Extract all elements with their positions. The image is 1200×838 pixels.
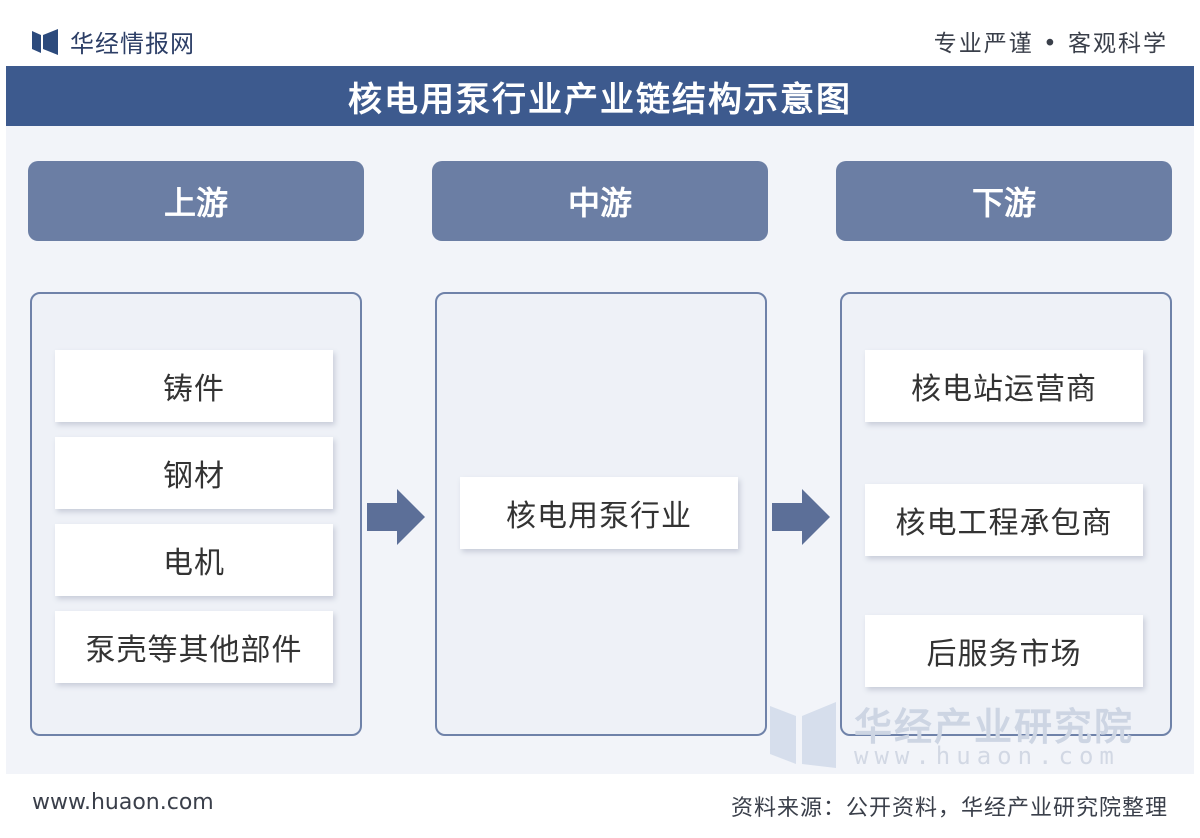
footer-source: 资料来源：公开资料，华经产业研究院整理 [730, 796, 1168, 821]
title-band: 核电用泵行业产业链结构示意图 [6, 66, 1194, 126]
upstream-item-steel: 钢材 [55, 437, 333, 509]
upstream-item-castings: 铸件 [55, 350, 333, 422]
footer-bar: www.huaon.com 资料来源：公开资料，华经产业研究院整理 [6, 774, 1194, 832]
column-header-downstream: 下游 [836, 161, 1172, 241]
brand-logo: 华经情报网 [32, 24, 195, 59]
column-header-upstream: 上游 [28, 161, 364, 241]
brand-name: 华经情报网 [70, 30, 195, 58]
watermark-name: 华经产业研究院 [854, 705, 1135, 749]
huajing-logo-icon [32, 28, 58, 55]
downstream-item-aftermarket: 后服务市场 [865, 615, 1143, 687]
footer-url[interactable]: www.huaon.com [32, 790, 214, 815]
column-header-midstream: 中游 [432, 161, 768, 241]
downstream-item-epc-contractors: 核电工程承包商 [865, 484, 1143, 556]
midstream-item-nuclear-pump: 核电用泵行业 [460, 477, 738, 549]
watermark-url: www.huaon.com [854, 742, 1120, 770]
watermark-logo-icon [770, 702, 836, 768]
diagram-title: 核电用泵行业产业链结构示意图 [348, 79, 852, 120]
upstream-item-pump-casing: 泵壳等其他部件 [55, 611, 333, 683]
right-arrow-icon [367, 489, 425, 545]
header-bar: 华经情报网 专业严谨 • 客观科学 [6, 6, 1194, 66]
right-arrow-icon [772, 489, 830, 545]
slogan: 专业严谨 • 客观科学 [933, 31, 1168, 57]
downstream-item-plant-operators: 核电站运营商 [865, 350, 1143, 422]
upstream-item-motor: 电机 [55, 524, 333, 596]
